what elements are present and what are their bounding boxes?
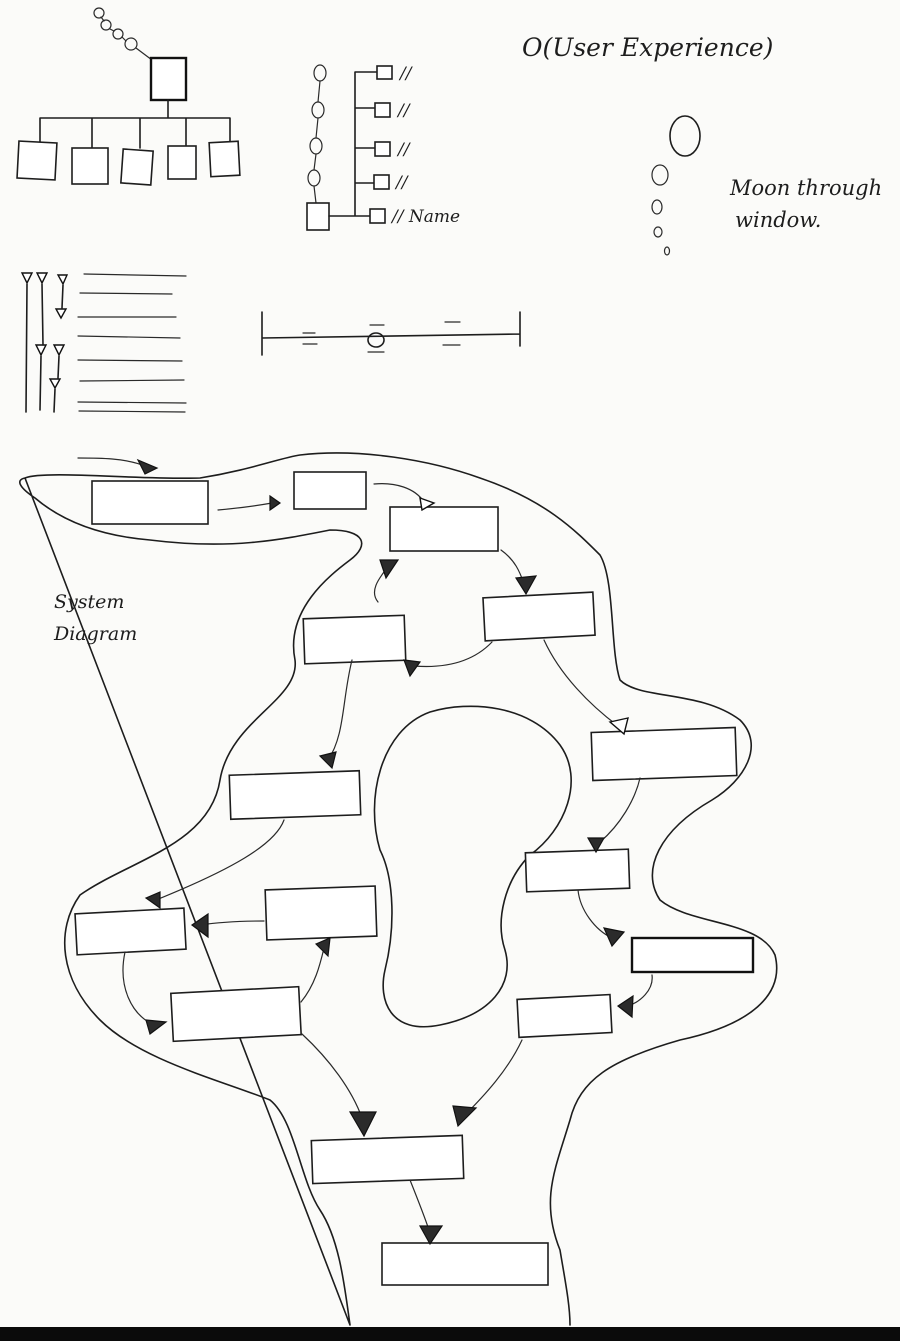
tree-leaf-box <box>119 148 155 186</box>
filled-triangle-arrow-icon <box>403 659 422 678</box>
filled-triangle-arrow-icon <box>314 937 331 958</box>
square-node-icon <box>306 202 330 231</box>
moon-circle-icon <box>669 115 701 157</box>
outline-sketch <box>20 272 187 413</box>
diagram-box <box>91 480 209 525</box>
moon-annotation: Moon through <box>729 176 882 200</box>
list-item-marker: // <box>398 64 414 84</box>
diagram-box <box>228 769 362 821</box>
circle-node-icon <box>309 137 323 155</box>
open-triangle-arrow-icon <box>52 344 66 357</box>
filled-triangle-arrow-icon <box>452 1105 478 1128</box>
diagram-box <box>169 985 303 1043</box>
tree-leaf-box <box>16 140 58 181</box>
square-node-icon <box>374 141 391 157</box>
diagram-box <box>74 907 187 956</box>
square-node-icon <box>369 208 386 224</box>
open-triangle-arrow-icon <box>56 274 69 286</box>
tree-sketch <box>16 7 241 186</box>
diagram-inner-island <box>373 705 572 1028</box>
circle-node-icon <box>651 164 669 186</box>
filled-triangle-arrow-icon <box>418 1225 444 1246</box>
moon-annotation: window. <box>735 208 821 232</box>
square-node-icon <box>373 174 390 190</box>
filled-triangle-arrow-icon <box>318 751 337 770</box>
filled-triangle-arrow-icon <box>602 927 626 948</box>
page-title: O(User Experience) <box>522 33 773 62</box>
circle-node-icon <box>651 199 663 215</box>
circle-node-icon <box>311 101 325 119</box>
circle-node-icon <box>124 37 138 51</box>
filled-triangle-arrow-icon <box>144 891 161 910</box>
slider-handle-icon <box>367 332 385 348</box>
list-item-marker: // <box>396 140 412 160</box>
moon-sketch: Moon through window. <box>651 115 882 256</box>
circle-node-icon <box>663 246 671 256</box>
diagram-box <box>590 726 738 782</box>
diagram-box <box>264 885 378 941</box>
diagram-box <box>310 1134 465 1185</box>
diagram-box <box>302 614 407 665</box>
filled-triangle-arrow-icon <box>348 1111 377 1138</box>
circle-node-icon <box>100 19 112 31</box>
diagram-outer-boundary <box>19 452 778 1326</box>
open-triangle-arrow-icon <box>48 378 62 390</box>
filled-triangle-arrow-icon <box>514 575 538 596</box>
circle-node-icon <box>112 28 124 40</box>
filled-triangle-arrow-icon <box>616 994 634 1019</box>
open-triangle-arrow-icon <box>35 272 49 285</box>
list-item-marker: // <box>396 101 412 121</box>
open-triangle-arrow-icon <box>34 344 48 357</box>
system-diagram-label: Diagram <box>53 623 137 645</box>
circle-node-icon <box>653 226 663 238</box>
diagram-box-emphasized <box>630 936 755 974</box>
filled-triangle-arrow-icon <box>269 494 282 512</box>
open-triangle-arrow-icon <box>419 496 436 512</box>
open-triangle-arrow-icon <box>54 308 68 320</box>
filled-triangle-arrow-icon <box>379 559 400 580</box>
diagram-box <box>516 993 613 1039</box>
tree-leaf-box <box>208 140 241 178</box>
tree-leaf-box <box>71 147 109 185</box>
open-triangle-arrow-icon <box>608 717 629 736</box>
diagram-box <box>482 591 596 642</box>
list-item-name-label: // Name <box>390 207 460 227</box>
list-item-marker: // <box>394 173 410 193</box>
diagram-box <box>381 1242 549 1286</box>
tree-leaf-box <box>167 145 197 180</box>
slider-sketch <box>261 311 521 356</box>
filled-triangle-arrow-icon <box>586 837 606 854</box>
scan-edge-band <box>0 1327 900 1341</box>
circle-node-icon <box>307 169 321 187</box>
square-node-icon <box>374 102 391 118</box>
circle-node-icon <box>93 7 105 19</box>
system-diagram: System Diagram <box>19 452 778 1326</box>
filled-triangle-arrow-icon <box>145 1019 168 1036</box>
diagram-box <box>389 506 499 552</box>
system-diagram-label: System <box>54 591 124 613</box>
circle-node-icon <box>313 64 327 82</box>
open-triangle-arrow-icon <box>20 272 34 285</box>
tree-root-box <box>149 56 188 102</box>
diagram-box <box>293 471 367 510</box>
square-node-icon <box>376 65 393 80</box>
list-sketch: // // // // // Name <box>306 64 460 231</box>
filled-triangle-arrow-icon <box>136 458 159 475</box>
diagram-box <box>524 848 631 893</box>
filled-triangle-arrow-icon <box>190 912 209 939</box>
